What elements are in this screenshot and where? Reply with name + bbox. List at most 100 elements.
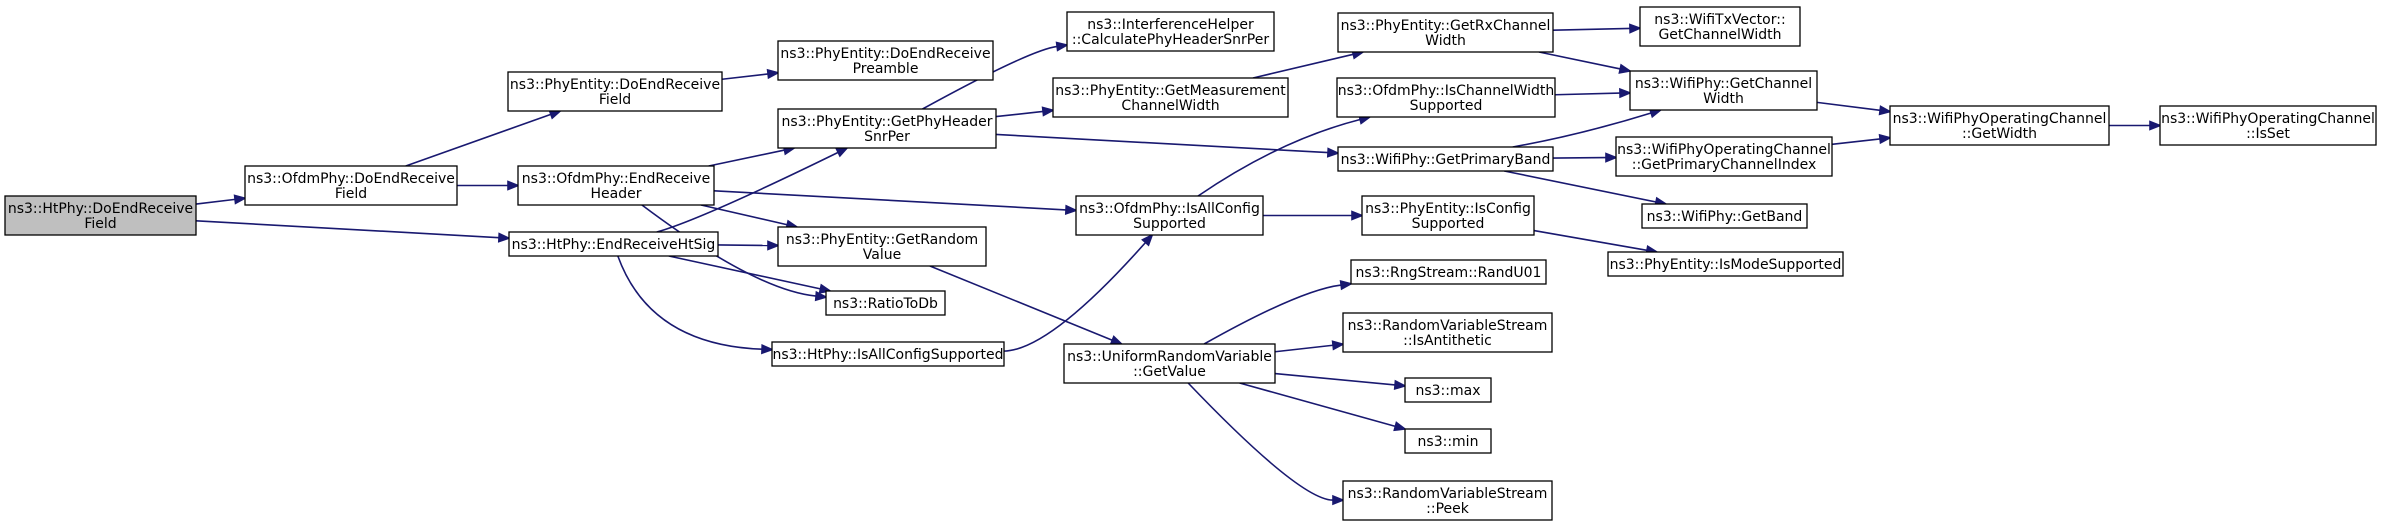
call-edge bbox=[1274, 340, 1346, 353]
call-edge bbox=[717, 240, 781, 251]
node-box bbox=[244, 165, 458, 206]
graph-node[interactable]: ns3::OfdmPhy::IsAllConfigSupported bbox=[1075, 195, 1264, 236]
graph-node[interactable]: ns3::RandomVariableStream::Peek bbox=[1342, 480, 1553, 521]
node-label: ns3::RngStream::RandU01 bbox=[1356, 265, 1542, 281]
call-edge bbox=[713, 190, 1079, 216]
node-label: ns3::HtPhy::EndReceiveHtSig bbox=[512, 237, 716, 253]
node-box bbox=[1342, 480, 1553, 521]
edge-line bbox=[1538, 51, 1621, 70]
node-box bbox=[777, 226, 987, 267]
edge-line bbox=[995, 110, 1044, 118]
graph-node[interactable]: ns3::WifiPhyOperatingChannel::GetWidth bbox=[1889, 105, 2110, 146]
graph-node[interactable]: ns3::HtPhy::IsAllConfigSupported bbox=[771, 341, 1005, 367]
edge-line bbox=[1554, 92, 1621, 96]
edge-arrowhead bbox=[766, 68, 781, 80]
edge-line bbox=[405, 113, 552, 167]
node-box bbox=[1063, 343, 1276, 384]
edge-arrowhead bbox=[1351, 210, 1365, 221]
node-box bbox=[1629, 70, 1818, 111]
call-edge bbox=[1831, 133, 1893, 146]
edge-line bbox=[1197, 118, 1361, 197]
edge-line bbox=[1512, 112, 1652, 148]
graph-node[interactable]: ns3::min bbox=[1404, 428, 1492, 454]
edge-arrowhead bbox=[1339, 280, 1354, 291]
graph-node[interactable]: ns3::HtPhy::EndReceiveHtSig bbox=[508, 231, 719, 257]
graph-node[interactable]: ns3::PhyEntity::IsModeSupported bbox=[1607, 251, 1844, 277]
node-label: ns3::WifiPhyOperatingChannel bbox=[1617, 142, 1831, 158]
node-label: Width bbox=[1425, 33, 1466, 49]
call-edge bbox=[708, 145, 797, 167]
node-label: ns3::OfdmPhy::IsAllConfig bbox=[1079, 201, 1260, 217]
edge-line bbox=[1274, 344, 1334, 353]
call-edge bbox=[929, 265, 1124, 345]
node-label: GetChannelWidth bbox=[1658, 27, 1781, 43]
graph-node[interactable]: ns3::RngStream::RandU01 bbox=[1350, 259, 1547, 285]
graph-node[interactable]: ns3::PhyEntity::GetMeasurementChannelWid… bbox=[1052, 77, 1289, 118]
call-edge bbox=[1239, 382, 1408, 432]
call-edge bbox=[1552, 152, 1619, 163]
node-box bbox=[1361, 195, 1535, 236]
graph-node[interactable]: ns3::WifiPhy::GetPrimaryBand bbox=[1337, 146, 1554, 172]
node-label: ns3::WifiPhy::GetPrimaryBand bbox=[1341, 152, 1551, 168]
node-box bbox=[507, 71, 723, 112]
call-edge bbox=[1552, 23, 1643, 34]
edge-arrowhead bbox=[1326, 147, 1341, 158]
graph-node[interactable]: ns3::WifiPhy::GetBand bbox=[1641, 203, 1808, 229]
node-label: ns3::WifiPhyOperatingChannel bbox=[1893, 111, 2107, 127]
node-label: ns3::UniformRandomVariable bbox=[1067, 349, 1272, 365]
edge-line bbox=[713, 190, 1067, 211]
graph-node[interactable]: ns3::WifiPhyOperatingChannel::IsSet bbox=[2159, 105, 2377, 146]
graph-node[interactable]: ns3::WifiPhy::GetChannelWidth bbox=[1629, 70, 1818, 111]
node-label: Supported bbox=[1410, 98, 1483, 114]
edge-line bbox=[700, 204, 788, 226]
edge-arrowhead bbox=[1141, 233, 1154, 247]
node-label: ns3::WifiPhyOperatingChannel bbox=[2161, 111, 2375, 127]
node-label: Field bbox=[599, 92, 631, 108]
edge-line bbox=[1274, 372, 1396, 386]
node-label: ns3::min bbox=[1418, 434, 1479, 450]
call-edge bbox=[2109, 120, 2163, 131]
node-label: ::GetValue bbox=[1133, 364, 1206, 380]
node-label: Header bbox=[591, 186, 642, 202]
node-box bbox=[777, 108, 997, 149]
edge-arrowhead bbox=[1109, 335, 1124, 345]
node-label: ns3::RatioToDb bbox=[833, 296, 938, 312]
edge-line bbox=[195, 198, 236, 205]
edge-line bbox=[708, 149, 785, 167]
graph-node[interactable]: ns3::RatioToDb bbox=[825, 290, 946, 316]
node-label: ns3::PhyEntity::DoEndReceive bbox=[780, 46, 990, 62]
graph-node[interactable]: ns3::max bbox=[1404, 377, 1492, 403]
node-label: ns3::max bbox=[1415, 383, 1480, 399]
graph-node[interactable]: ns3::UniformRandomVariable::GetValue bbox=[1063, 343, 1276, 384]
edge-line bbox=[1816, 101, 1881, 112]
node-label: ns3::PhyEntity::GetMeasurement bbox=[1055, 83, 1286, 99]
edge-arrowhead bbox=[1332, 494, 1346, 506]
node-label: ns3::WifiPhy::GetChannel bbox=[1635, 76, 1812, 92]
node-label: Field bbox=[84, 216, 116, 232]
edge-arrowhead bbox=[814, 290, 829, 302]
graph-node[interactable]: ns3::WifiTxVector::GetChannelWidth bbox=[1639, 6, 1801, 47]
node-label: ns3::WifiPhy::GetBand bbox=[1647, 209, 1803, 225]
call-edge bbox=[617, 255, 775, 355]
call-edge bbox=[1003, 233, 1154, 352]
graph-node[interactable]: ns3::RandomVariableStream::IsAntithetic bbox=[1342, 312, 1553, 353]
call-edge bbox=[1816, 101, 1893, 116]
edge-arrowhead bbox=[1618, 63, 1633, 74]
call-edge bbox=[995, 106, 1056, 118]
node-label: Width bbox=[1703, 91, 1744, 107]
node-box bbox=[1336, 77, 1556, 118]
graph-node[interactable]: ns3::WifiPhyOperatingChannel::GetPrimary… bbox=[1615, 136, 1833, 177]
graph-node[interactable]: ns3::InterferenceHelper::CalculatePhyHea… bbox=[1066, 11, 1275, 52]
node-box bbox=[1337, 146, 1554, 172]
